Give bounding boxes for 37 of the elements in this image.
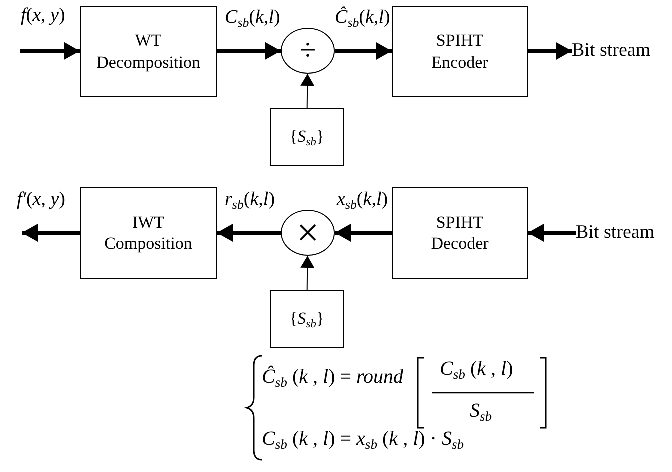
process-box [80,6,217,97]
process-box [270,290,344,348]
arrow [300,256,315,290]
operator-symbol: ÷ [300,36,316,66]
operator-circle [281,210,335,256]
arrow [217,224,281,242]
box-label: SPIHT Decoder [430,212,490,254]
arrow [528,224,576,242]
box-label: WT Decomposition [96,30,200,73]
arrow [335,42,392,60]
arrow [20,42,80,60]
arrow [300,74,315,108]
equation-text: S$_{sb}$ [470,400,492,422]
signal-label: Bit stream [576,222,668,244]
box-label: {S$_{sb}$} [289,126,325,148]
arrow [22,224,80,242]
signal-label: Bit stream [572,40,664,62]
edge-label: f(x, y) [20,6,66,27]
box-label: SPIHT Encoder [430,30,490,73]
box-label: {S$_{sb}$} [289,308,325,330]
operator-symbol: × [296,213,320,253]
equation-text: C$_{sb}$ (k , l) = x$_{sb}$ (k , l) · S$_{sb}$ [262,428,464,450]
edge-label: Ĉ$_{sb}$(k,l) [334,8,392,29]
equation-text: C$_{sb}$ (k , l) [440,358,514,380]
arrow [528,42,572,60]
edge-label: r$_{sb}$(k,l) [224,190,276,211]
edge-label: C$_{sb}$(k,l) [224,8,282,29]
process-box [392,187,528,279]
operator-circle [281,28,335,74]
edge-label: f′(x, y) [16,190,66,211]
box-label: IWT Composition [104,212,194,254]
arrow [217,42,281,60]
arrow [335,224,392,242]
edge-label: x$_{sb}$(k,l) [336,190,390,211]
process-box [392,6,528,97]
process-box [270,108,344,166]
process-box [80,187,217,279]
